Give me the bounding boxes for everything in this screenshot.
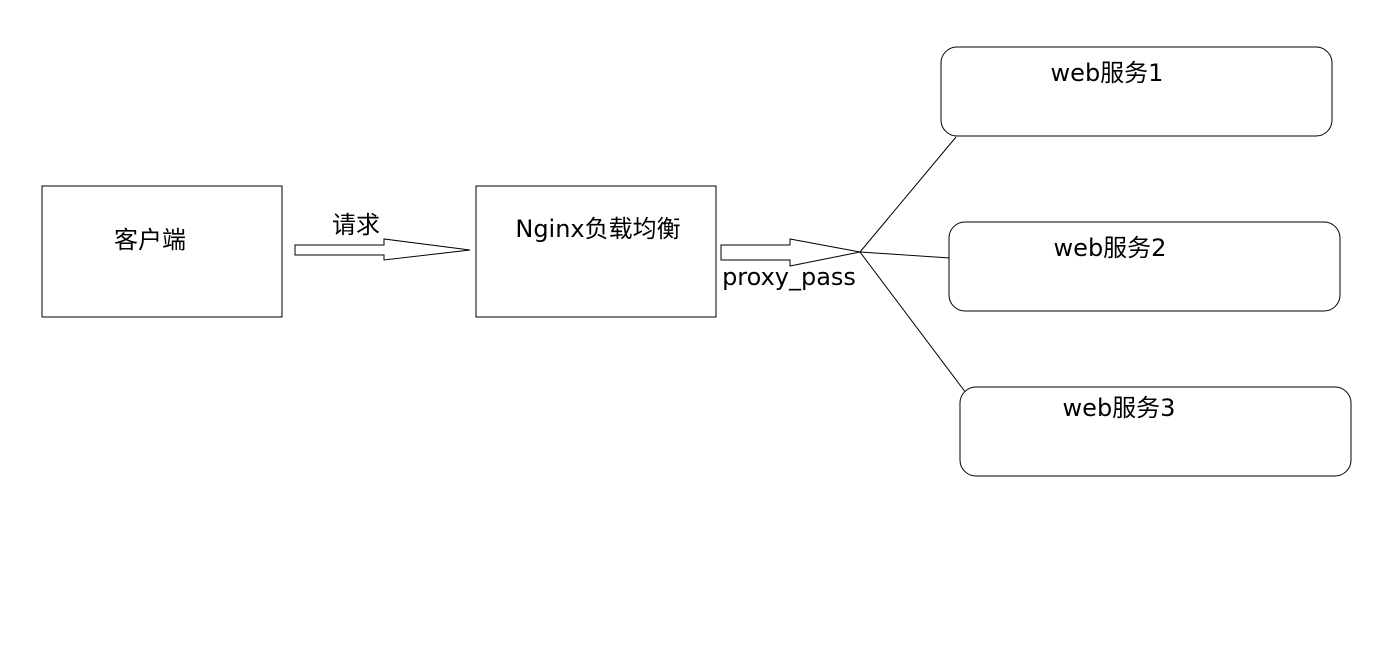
proxy-pass-arrow: proxy_pass <box>720 238 861 291</box>
request-label: 请求 <box>332 211 380 239</box>
client-box <box>41 185 283 318</box>
web-server-2: web服务2 <box>948 221 1341 312</box>
web-server-1: web服务1 <box>940 46 1333 137</box>
nginx-box <box>475 185 717 318</box>
connector-lines <box>859 136 967 394</box>
nginx-node: Nginx负载均衡 <box>475 185 717 318</box>
web-server-1-box <box>940 46 1333 137</box>
web-server-3-box <box>959 386 1352 477</box>
client-label: 客户端 <box>114 226 186 254</box>
proxy-pass-arrow-shape <box>720 238 861 267</box>
web-server-2-box <box>948 221 1341 312</box>
web-server-3-label: web服务3 <box>1063 394 1176 422</box>
web-server-1-label: web服务1 <box>1051 59 1164 87</box>
web-server-2-label: web服务2 <box>1054 234 1167 262</box>
request-arrow-shape <box>294 238 471 261</box>
request-arrow: 请求 <box>294 211 471 261</box>
web-server-3: web服务3 <box>959 386 1352 477</box>
connector-line-server-2 <box>859 251 951 259</box>
client-node: 客户端 <box>41 185 283 318</box>
proxy-pass-label: proxy_pass <box>722 263 856 291</box>
connector-line-server-3 <box>859 251 967 394</box>
nginx-label: Nginx负载均衡 <box>515 215 680 243</box>
connector-line-server-1 <box>859 136 957 253</box>
